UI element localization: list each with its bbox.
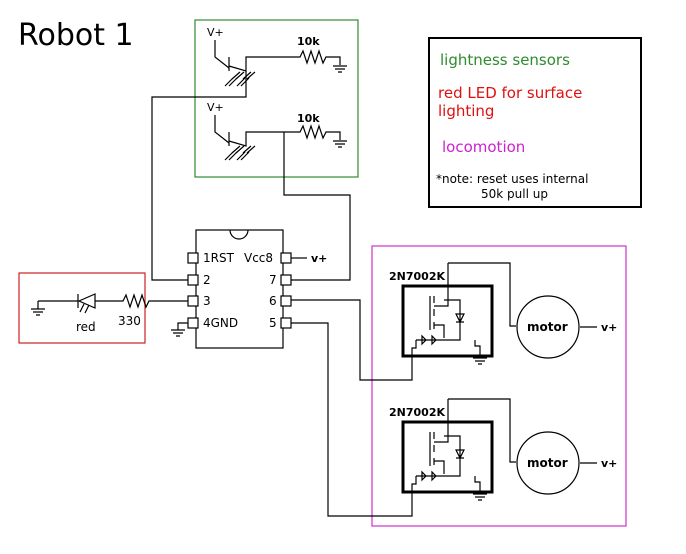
led-box	[18, 272, 146, 344]
chip-pin-2-pad	[187, 274, 199, 286]
ground-icon	[31, 301, 45, 316]
legend-led-line2: lighting	[438, 102, 494, 120]
legend-led-line1: red LED for surface	[438, 84, 582, 102]
chip-pin-3-pad	[187, 295, 199, 307]
phototransistor-2: V+	[207, 101, 297, 161]
mosfet-2-symbol	[291, 322, 481, 517]
resistor-10k-1-label: 10k	[297, 35, 320, 48]
red-led	[77, 293, 120, 314]
sensor-1-vplus: V+	[207, 26, 224, 39]
resistor-330	[120, 293, 188, 309]
resistor-330-label: 330	[118, 314, 141, 328]
chip-pin-5-label: 5	[269, 316, 277, 330]
chip-pin-7-label: 7	[269, 273, 277, 287]
resistor-10k-2-label: 10k	[297, 112, 320, 125]
ground-icon	[473, 357, 487, 365]
chip-pin-1-label: 1RST	[203, 251, 235, 265]
mosfet-2-label: 2N7002K	[389, 406, 445, 419]
legend-lightness: lightness sensors	[440, 51, 570, 69]
wire-sensor-2-to-pin-7	[283, 132, 351, 281]
chip-pin-4-label: 4GND	[203, 316, 238, 330]
motor-2-label: motor	[527, 456, 568, 470]
chip-pin-1-pad	[187, 252, 199, 264]
led-color-label: red	[76, 320, 96, 334]
diagram-title: Robot 1	[18, 18, 134, 53]
motor-2-vplus: v+	[601, 457, 617, 470]
wire-sensor-1-to-pin-2	[151, 71, 247, 281]
sensor-2-vplus: V+	[207, 101, 224, 114]
legend-note-line1: *note: reset uses internal	[436, 172, 588, 186]
ground-icon	[171, 322, 188, 337]
chip-pin-2-label: 2	[203, 273, 211, 287]
legend-note-line2: 50k pull up	[481, 187, 548, 201]
resistor-10k-2	[297, 124, 341, 140]
chip-pin-3-label: 3	[203, 294, 211, 308]
locomotion-box	[371, 245, 627, 527]
resistor-10k-1	[297, 49, 341, 65]
chip-pin-8-label: Vcc8	[244, 251, 273, 265]
chip-notch	[229, 229, 249, 240]
chip-pin-7-pad	[280, 274, 292, 286]
ground-icon	[333, 140, 347, 148]
mosfet-1-symbol	[291, 263, 481, 381]
motor-1-label: motor	[527, 320, 568, 334]
ground-icon	[333, 65, 347, 73]
microcontroller-chip	[195, 229, 284, 349]
motor-1-vplus: v+	[601, 321, 617, 334]
chip-pin-6-label: 6	[269, 294, 277, 308]
sensors-box	[194, 19, 359, 178]
chip-pin-6-pad	[280, 295, 292, 307]
chip-pin-8-pad	[280, 252, 292, 264]
legend-box	[428, 37, 642, 208]
phototransistor-1: V+	[207, 26, 297, 87]
chip-pin-5-pad	[280, 317, 292, 329]
chip-pin-4-pad	[187, 317, 199, 329]
motor-2	[516, 431, 580, 495]
motor-1	[516, 295, 580, 359]
mosfet-1-label: 2N7002K	[389, 270, 445, 283]
ground-icon	[473, 493, 487, 501]
legend-locomotion: locomotion	[442, 138, 525, 156]
chip-vcc-vplus: v+	[311, 252, 327, 265]
